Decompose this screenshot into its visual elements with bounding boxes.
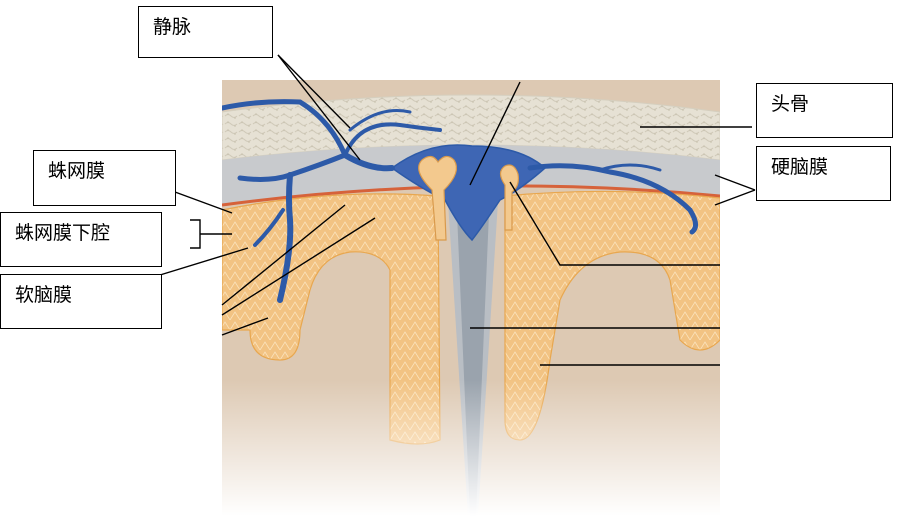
label-dura-mater: 硬脑膜 (756, 146, 891, 201)
label-arachnoid-text: 蛛网膜 (48, 160, 106, 182)
label-vein: 静脉 (138, 6, 273, 58)
label-subarachnoid-space-text: 蛛网膜下腔 (15, 222, 111, 244)
label-pia-mater-text: 软脑膜 (15, 284, 73, 306)
leader-lines (159, 54, 756, 366)
label-subarachnoid-space: 蛛网膜下腔 (0, 212, 162, 267)
label-skull-text: 头骨 (771, 93, 810, 115)
cortex-left (222, 193, 441, 445)
label-skull: 头骨 (756, 83, 893, 138)
label-pia-mater: 软脑膜 (0, 274, 162, 329)
granulation-left (418, 155, 457, 241)
label-vein-text: 静脉 (153, 16, 192, 38)
falx-inner (456, 190, 490, 516)
label-dura-mater-text: 硬脑膜 (771, 156, 829, 178)
label-arachnoid: 蛛网膜 (33, 150, 176, 206)
fade-overlay (222, 380, 720, 516)
